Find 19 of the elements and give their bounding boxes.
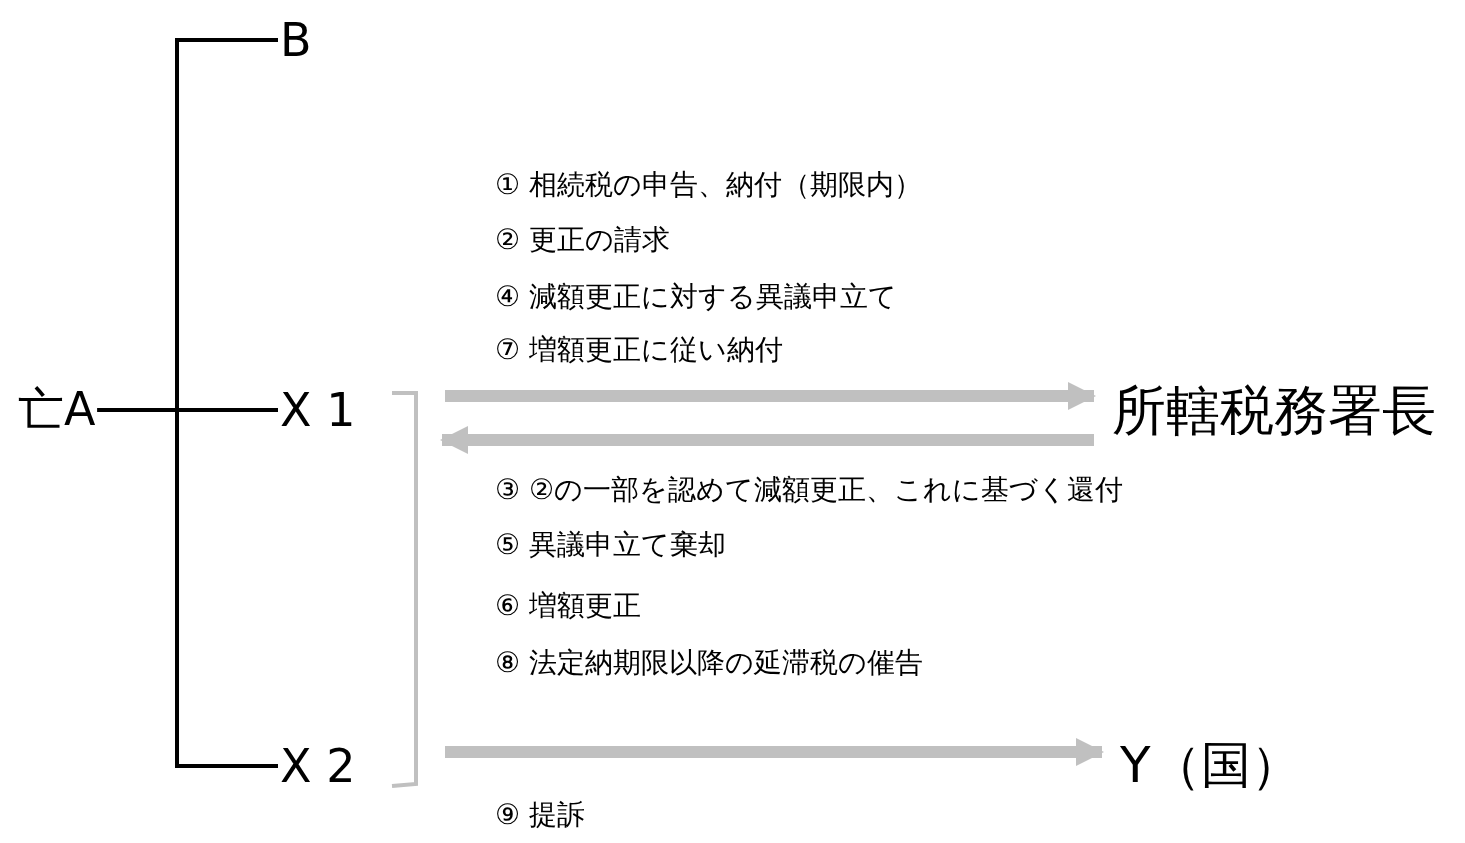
arrow [440,426,1094,454]
note-text: ⑨ 提訴 [495,797,585,833]
note-text: ⑤ 異議申立て棄却 [495,527,726,563]
arrow [445,738,1104,766]
node-label: X 1 [280,382,356,438]
note-text: ③ ②の一部を認めて減額更正、これに基づく還付 [495,472,1124,508]
note-text: ⑦ 増額更正に従い納付 [495,332,783,368]
arrow [445,382,1096,410]
family-line [97,408,278,768]
note-text: ⑥ 増額更正 [495,588,641,624]
note-text: ② 更正の請求 [495,222,670,258]
node-label: X 2 [280,738,356,794]
note-text: ④ 減額更正に対する異議申立て [495,279,897,315]
node-label: 所轄税務署長 [1112,380,1436,442]
node-label: Y（国） [1120,736,1301,794]
note-text: ⑧ 法定納期限以降の延滞税の催告 [495,645,923,681]
node-label: B [280,14,312,66]
note-text: ① 相続税の申告、納付（期限内） [495,167,922,203]
node-label: 亡A [18,382,96,438]
